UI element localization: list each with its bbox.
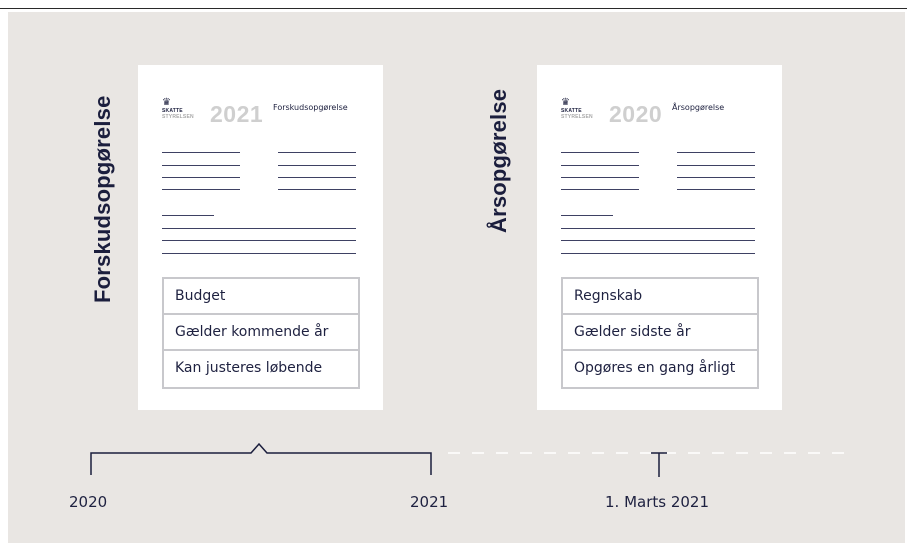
property-adjustable: Kan justeres løbende (175, 360, 323, 376)
placeholder-line (561, 228, 755, 229)
arsopgorelse-document: ♛ SKATTE STYRELSEN 2020 Årsopgørelse Reg… (537, 65, 782, 410)
brand-line-2: STYRELSEN (561, 114, 593, 120)
timeline-label-march-2021: 1. Marts 2021 (605, 493, 710, 511)
placeholder-line (162, 228, 356, 229)
document-year: 2021 (210, 101, 264, 127)
placeholder-line (561, 177, 639, 178)
diagram-canvas: Forskudsopgørelse ♛ SKATTE STYRELSEN 202… (8, 12, 905, 543)
placeholder-line (677, 165, 755, 166)
document-type-label: Årsopgørelse (672, 103, 725, 112)
timeline-label-2020: 2020 (69, 493, 108, 511)
property-applies-last-year: Gælder sidste år (563, 315, 757, 351)
placeholder-line (561, 189, 639, 190)
placeholder-line (561, 240, 755, 241)
properties-box: Regnskab Gælder sidste år Opgøres en gan… (561, 277, 759, 389)
timeline (90, 442, 848, 477)
properties-box: Budget Gælder kommende år Kan justeres l… (162, 277, 360, 389)
placeholder-line (162, 165, 240, 166)
placeholder-line (278, 165, 356, 166)
placeholder-line (561, 215, 613, 216)
placeholder-line (278, 189, 356, 190)
brand-line-1: SKATTE (561, 108, 582, 114)
placeholder-line (162, 253, 356, 254)
document-year: 2020 (609, 101, 663, 127)
placeholder-line (162, 240, 356, 241)
placeholder-line (162, 215, 214, 216)
placeholder-line (561, 253, 755, 254)
placeholder-line (561, 165, 639, 166)
placeholder-line (162, 189, 240, 190)
brand-line-2: STYRELSEN (162, 114, 194, 120)
crown-icon: ♛ (162, 97, 171, 108)
forskudsopgorelse-document: ♛ SKATTE STYRELSEN 2021 Forskudsopgørels… (138, 65, 383, 410)
placeholder-line (677, 189, 755, 190)
crown-icon: ♛ (561, 97, 570, 108)
timeline-label-2021: 2021 (410, 493, 449, 511)
property-applies-next-year: Gælder kommende år (164, 315, 358, 351)
property-accounts: Regnskab (563, 279, 757, 315)
brand-line-1: SKATTE (162, 108, 183, 114)
placeholder-line (278, 177, 356, 178)
placeholder-line (278, 152, 356, 153)
property-once-yearly: Opgøres en gang årligt (574, 360, 736, 376)
placeholder-line (561, 152, 639, 153)
top-border-line (0, 8, 907, 9)
timeline-bracket (90, 442, 432, 475)
document-type-label: Forskudsopgørelse (273, 103, 348, 112)
property-budget: Budget (164, 279, 358, 315)
placeholder-line (677, 177, 755, 178)
placeholder-line (162, 152, 240, 153)
placeholder-line (162, 177, 240, 178)
placeholder-line (677, 152, 755, 153)
